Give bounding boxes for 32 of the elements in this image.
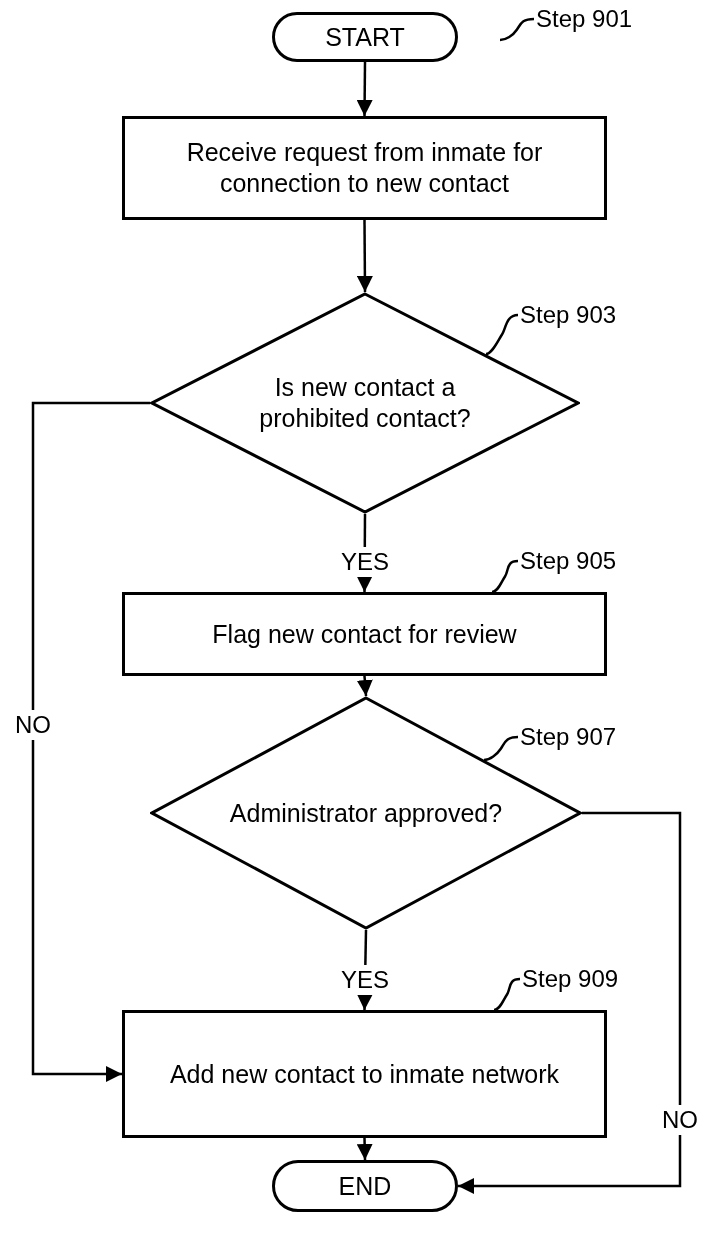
arrow [356,675,373,697]
step-label: Step 907 [520,723,617,751]
terminal-shape [272,1160,458,1212]
step-text: Add new contact to inmate network [169,1058,560,1090]
arrow [31,401,150,1082]
process-box [122,592,607,676]
leader-line [499,17,535,42]
decision-text: Administrator approved? [229,797,503,829]
step-label: Step 905 [520,547,617,575]
terminal-label: START [325,21,405,53]
terminal-label: END [338,1170,392,1202]
leader-line [493,977,521,1012]
leader-line [483,735,519,762]
step-text: Receive request from inmate for connection to new contact [185,137,544,199]
arrow [356,220,373,292]
step-label: Step 903 [520,301,617,329]
leader-line [491,559,519,594]
process-box [122,116,607,220]
leader-line [485,313,519,356]
step-label: Step 901 [536,5,633,33]
arrow [356,1137,373,1161]
edge-label: YES [339,547,391,577]
process-box [122,1010,607,1138]
edge-label: NO [13,710,53,740]
step-label: Step 909 [522,965,619,993]
step-text: Flag new contact for review [212,618,517,650]
arrow [356,62,373,116]
decision-text: Is new contact a prohibited contact? [258,372,472,434]
arrow [458,811,682,1194]
edge-label: NO [660,1105,700,1135]
edge-label: YES [339,965,391,995]
terminal-shape [272,12,458,62]
